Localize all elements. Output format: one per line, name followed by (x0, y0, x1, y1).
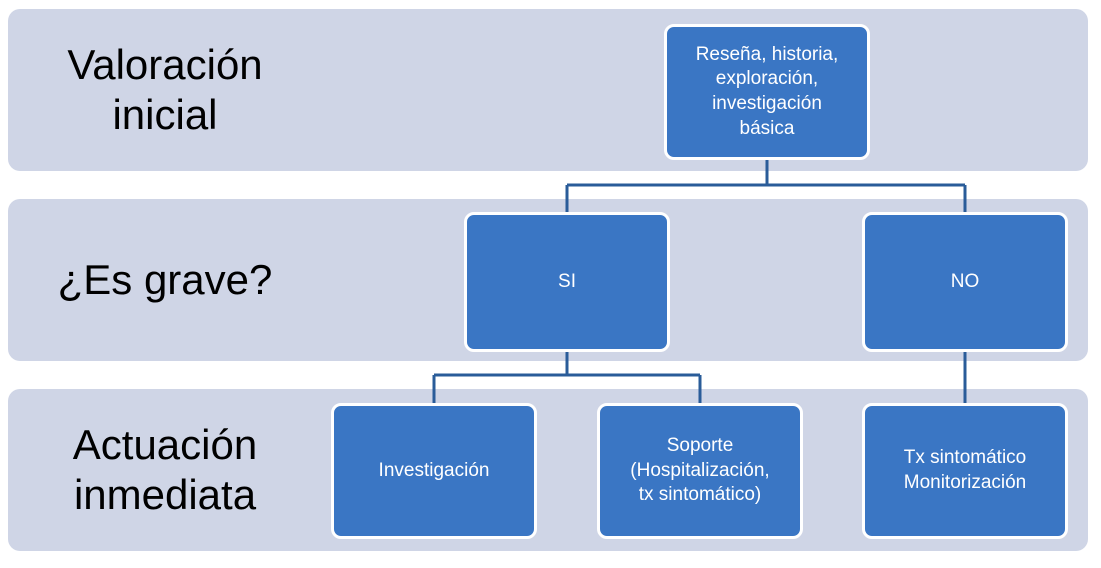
node-soporte: Soporte (Hospitalización, tx sintomático… (597, 403, 803, 539)
node-investigacion: Investigación (331, 403, 537, 539)
row-label-valoracion-inicial: Valoración inicial (67, 40, 263, 138)
node-si: SI (464, 212, 670, 352)
row-label-actuacion-inmediata: Actuación inmediata (72, 420, 258, 518)
node-tx-sintomatico: Tx sintomático Monitorización (862, 403, 1068, 539)
node-no: NO (862, 212, 1068, 352)
band-valoracion-inicial (8, 9, 1088, 171)
node-resena-historia: Reseña, historia, exploración, investiga… (664, 24, 870, 160)
row-label-es-grave: ¿Es grave? (57, 255, 273, 303)
